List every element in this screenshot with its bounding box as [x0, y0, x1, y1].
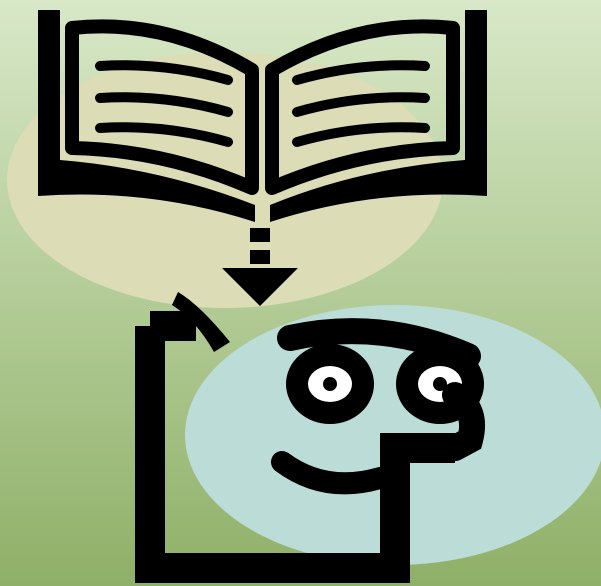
clipart-canvas [0, 0, 601, 586]
reading-to-thinking-illustration [0, 0, 601, 586]
